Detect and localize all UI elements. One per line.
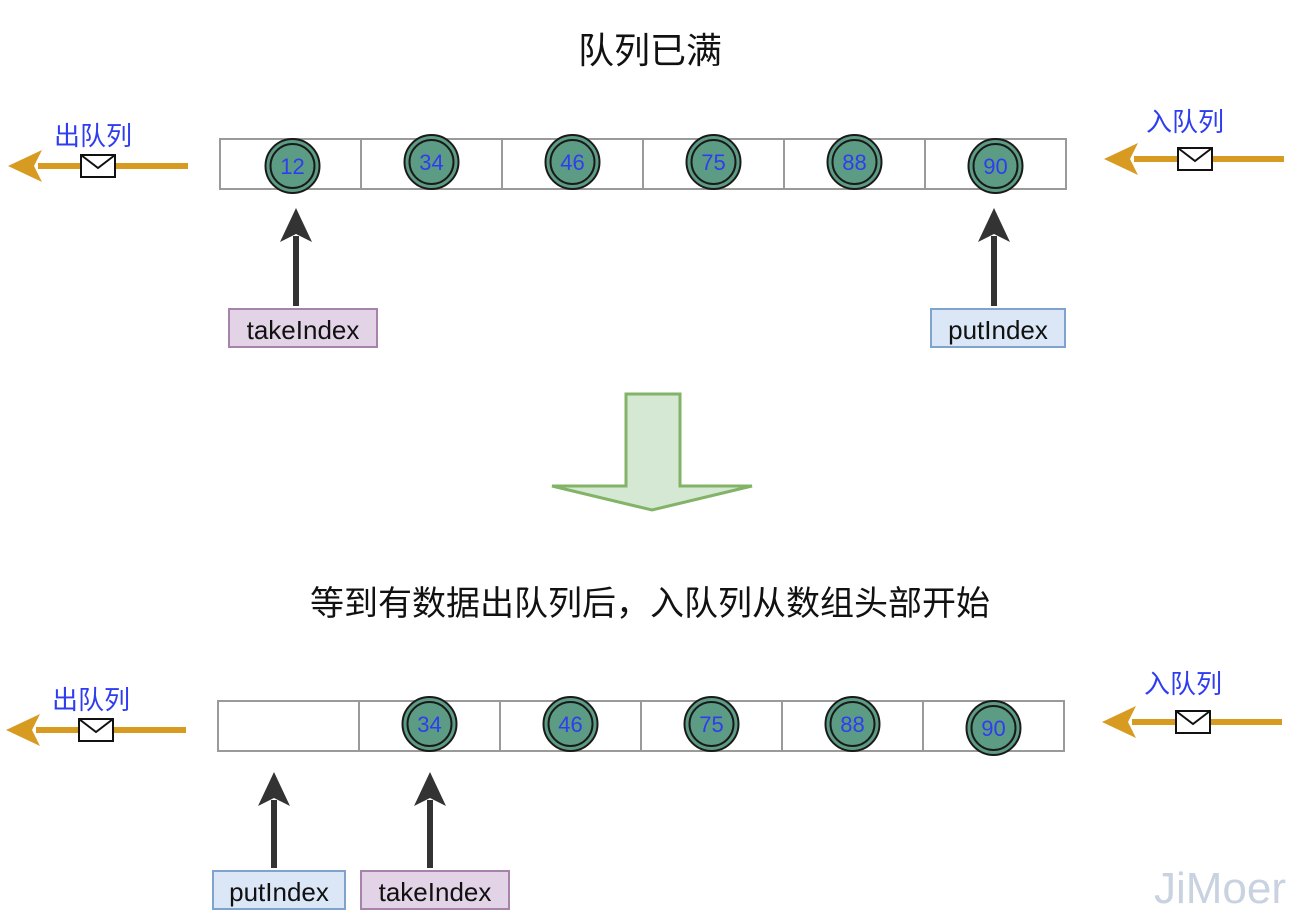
top-enqueue-label: 入队列 <box>1146 108 1225 138</box>
bottom-queue-node-value-4: 88 <box>840 712 864 737</box>
bottom-queue-array: 34 46 75 88 90 <box>217 696 1065 756</box>
watermark: JiMoer <box>1153 864 1286 913</box>
top-queue-node-ring-2 <box>549 139 596 185</box>
top-queue-node-ring-1 <box>408 139 455 185</box>
top-queue-node-2 <box>544 134 601 190</box>
top-queue-node-value-2: 46 <box>560 150 584 175</box>
bottom-put-index-pointer-arrow <box>258 772 290 868</box>
bottom-queue-node-3 <box>683 696 740 752</box>
top-queue-node-1 <box>403 134 460 190</box>
top-queue-node-value-4: 88 <box>842 150 866 175</box>
bottom-queue-node-ring-1 <box>406 701 453 747</box>
top-put-index-label: putIndex <box>930 308 1066 348</box>
top-queue-node-ring-5 <box>972 143 1019 189</box>
bottom-queue-node-value-3: 75 <box>699 712 723 737</box>
bottom-dequeue-envelope-icon <box>78 718 114 742</box>
bottom-queue-node-ring-3 <box>688 701 735 747</box>
wraparound-title: 等到有数据出队列后，入队列从数组头部开始 <box>310 584 990 624</box>
bottom-queue-node-2 <box>542 696 599 752</box>
bottom-enqueue-label: 入队列 <box>1144 670 1223 700</box>
top-dequeue-envelope-icon <box>80 154 116 178</box>
top-queue-node-ring-0 <box>269 143 316 189</box>
top-take-index-pointer-arrow <box>280 208 312 306</box>
bottom-queue-node-value-2: 46 <box>558 712 582 737</box>
top-queue-node-value-3: 75 <box>701 150 725 175</box>
top-queue-node-ring-4 <box>831 139 878 185</box>
bottom-take-index-label: takeIndex <box>360 870 510 910</box>
bottom-queue-node-5 <box>965 700 1022 756</box>
bottom-queue-node-1 <box>401 696 458 752</box>
bottom-queue-node-ring-4 <box>829 701 876 747</box>
top-queue-node-value-1: 34 <box>419 150 443 175</box>
bottom-put-index-label: putIndex <box>212 870 346 910</box>
full-queue-title: 队列已满 <box>577 31 722 72</box>
bottom-queue-cell-0 <box>217 700 360 752</box>
top-queue-node-4 <box>826 134 883 190</box>
bottom-queue-node-ring-5 <box>970 705 1017 751</box>
bottom-queue-node-value-5: 90 <box>981 716 1005 741</box>
top-queue-array: 12 34 46 75 88 90 <box>219 134 1067 194</box>
top-enqueue-envelope-icon <box>1177 147 1213 171</box>
top-queue-node-5 <box>967 138 1024 194</box>
top-queue-node-0 <box>264 138 321 194</box>
top-queue-node-value-0: 12 <box>280 154 304 179</box>
bottom-queue-node-4 <box>824 696 881 752</box>
transition-down-arrow <box>551 392 753 512</box>
bottom-dequeue-label: 出队列 <box>52 686 131 716</box>
top-queue-node-ring-3 <box>690 139 737 185</box>
top-queue-node-3 <box>685 134 742 190</box>
bottom-queue-node-value-1: 34 <box>417 712 441 737</box>
bottom-take-index-pointer-arrow <box>414 772 446 868</box>
top-queue-node-value-5: 90 <box>983 154 1007 179</box>
top-put-index-pointer-arrow <box>978 208 1010 306</box>
bottom-enqueue-envelope-icon <box>1175 710 1211 734</box>
top-dequeue-label: 出队列 <box>54 122 133 152</box>
top-take-index-label: takeIndex <box>228 308 378 348</box>
bottom-queue-node-ring-2 <box>547 701 594 747</box>
